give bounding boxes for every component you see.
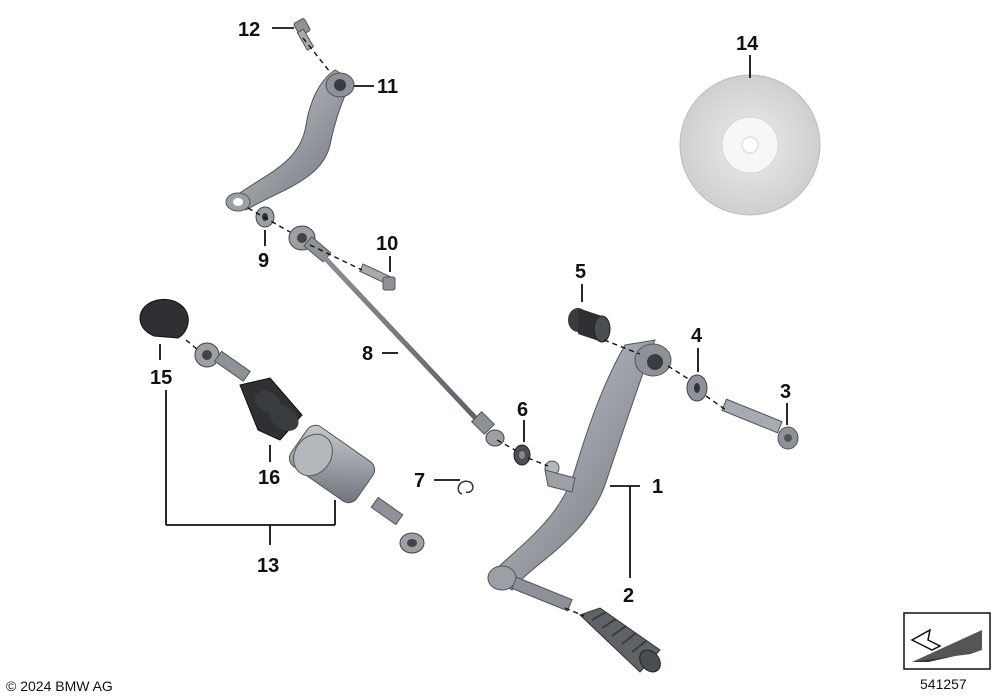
- software-disc: [679, 74, 821, 216]
- retaining-clip-7: [457, 480, 474, 495]
- footpeg: [511, 576, 661, 673]
- callout-12: 12: [238, 19, 260, 41]
- callout-2: 2: [623, 585, 634, 607]
- callout-9: 9: [258, 250, 269, 272]
- callout-16: 16: [258, 467, 280, 489]
- bolt-upper-lever: [293, 18, 315, 51]
- callout-8: 8: [362, 343, 373, 365]
- main-shift-lever: [487, 339, 672, 591]
- orientation-symbol-icon: [903, 612, 991, 670]
- bolt-10: [359, 263, 396, 291]
- callout-6: 6: [517, 399, 528, 421]
- callout-15: 15: [150, 367, 172, 389]
- callout-3: 3: [780, 381, 791, 403]
- callout-7: 7: [414, 470, 425, 492]
- washer-6: [513, 444, 531, 466]
- callout-10: 10: [376, 233, 398, 255]
- rubber-cap-15: [139, 298, 189, 339]
- upper-shift-lever: [225, 69, 355, 212]
- callout-5: 5: [575, 261, 586, 283]
- callout-labels: 12 11 14 9 10 5 4 3 8 6 7 1 2 15 16 13: [150, 19, 791, 607]
- callout-13: 13: [257, 555, 279, 577]
- shift-sensor-assembly: [194, 342, 425, 554]
- copyright-text: © 2024 BMW AG: [6, 678, 113, 694]
- leader-lines: [159, 27, 788, 578]
- shift-rod: [288, 225, 505, 447]
- callout-4: 4: [691, 325, 703, 347]
- callout-1: 1: [652, 476, 663, 498]
- bushing-5: [568, 308, 611, 343]
- diagram-reference-number: 541257: [920, 676, 967, 692]
- callout-11: 11: [377, 76, 398, 98]
- assembly-axes: [185, 37, 727, 617]
- bolt-3: [721, 398, 799, 450]
- washer-4: [686, 374, 708, 402]
- callout-14: 14: [736, 33, 759, 55]
